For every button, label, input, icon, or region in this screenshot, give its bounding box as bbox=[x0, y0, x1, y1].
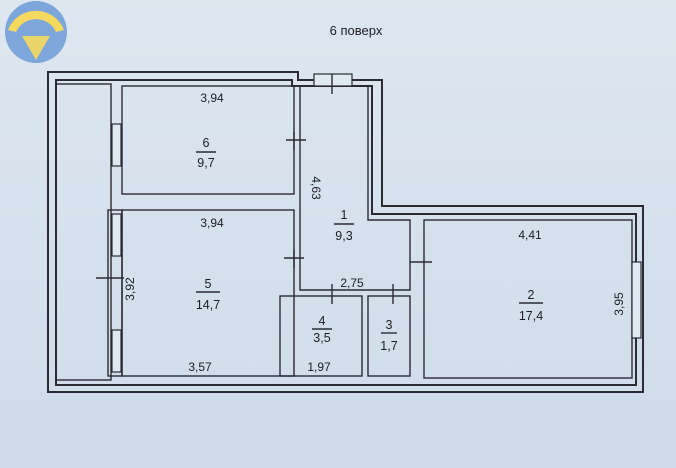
room-5-dim-bottom: 3,57 bbox=[188, 360, 212, 374]
room-5 bbox=[107, 209, 295, 377]
room-4 bbox=[279, 295, 363, 377]
room-2-id: 2 bbox=[528, 288, 535, 302]
room-3-id: 3 bbox=[386, 318, 393, 332]
room-4-area: 3,5 bbox=[313, 331, 330, 345]
room-5-id: 5 bbox=[205, 277, 212, 291]
room-1-dim-bottom: 2,75 bbox=[340, 276, 364, 290]
room-5-area: 14,7 bbox=[196, 298, 220, 312]
room-2-area: 17,4 bbox=[519, 309, 543, 323]
room-3-area: 1,7 bbox=[380, 339, 397, 353]
room-1-dim-side: 4,63 bbox=[309, 176, 323, 200]
room-6-id: 6 bbox=[203, 136, 210, 150]
room-4-id: 4 bbox=[319, 314, 326, 328]
room-1-area: 9,3 bbox=[335, 229, 352, 243]
door-markers bbox=[96, 74, 432, 304]
room-2-dim-top: 4,41 bbox=[518, 228, 542, 242]
windows bbox=[111, 73, 642, 373]
room-4-dim-bottom: 1,97 bbox=[307, 360, 331, 374]
room-5-dim-top: 3,94 bbox=[200, 216, 224, 230]
room-1-hall bbox=[299, 85, 411, 291]
room-3 bbox=[367, 295, 411, 377]
balcony bbox=[55, 83, 112, 381]
room-2-dim-right: 3,95 bbox=[612, 292, 626, 316]
outer-walls bbox=[47, 71, 644, 393]
floor-label: 6 поверх bbox=[330, 23, 383, 38]
agency-logo bbox=[5, 1, 67, 63]
room-6-area: 9,7 bbox=[197, 156, 214, 170]
room-1-id: 1 bbox=[341, 208, 348, 222]
room-5-dim-left: 3,92 bbox=[123, 277, 137, 301]
room-6-dim-top: 3,94 bbox=[200, 91, 224, 105]
